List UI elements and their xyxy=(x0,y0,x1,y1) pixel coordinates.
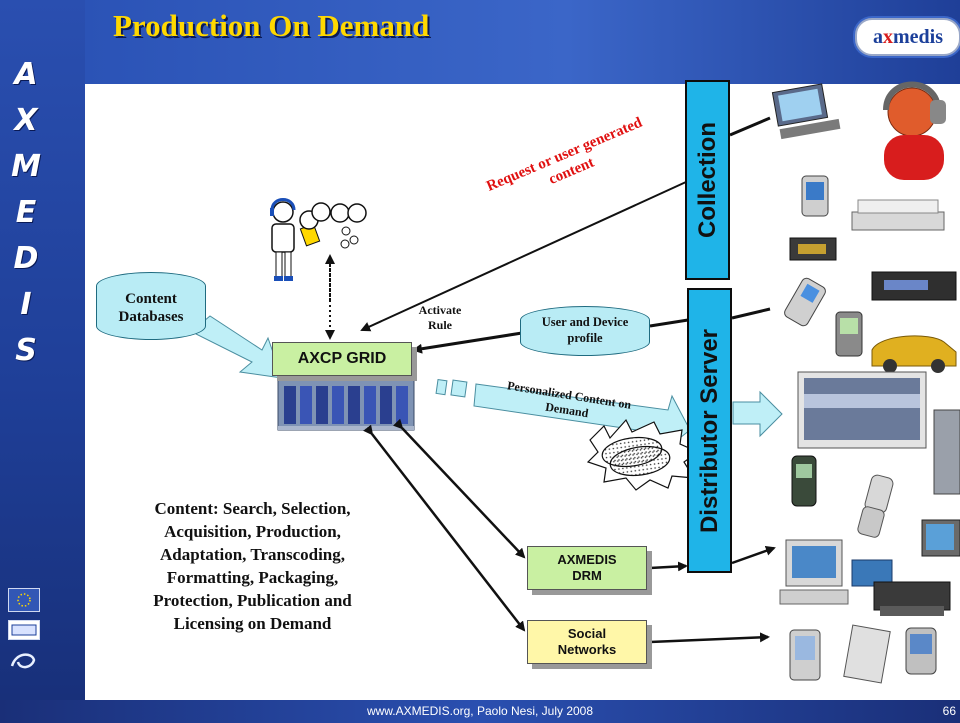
distributor-link xyxy=(731,307,771,320)
activate-rule-label: Activate Rule xyxy=(410,303,470,333)
social-networks-box: Social Networks xyxy=(527,620,647,664)
brand-letter: S xyxy=(15,333,37,368)
content-databases-line1: Content xyxy=(125,291,177,307)
footer-bar: www.AXMEDIS.org, Paolo Nesi, July 2008 6… xyxy=(0,700,960,723)
disc-icon xyxy=(609,445,671,477)
distributor-server-label: Distributor Server xyxy=(695,328,723,533)
slide-number: 66 xyxy=(942,704,956,718)
grid-to-social-arrow xyxy=(363,424,526,632)
collection-link xyxy=(729,116,771,137)
activate-rule-line2: Rule xyxy=(428,318,452,332)
laptop-icon xyxy=(771,83,841,140)
user-profile-line2: profile xyxy=(567,331,603,345)
operator-person-icon xyxy=(270,198,367,281)
content-desc-line: Content: Search, Selection, xyxy=(154,499,351,518)
content-desc-line: Protection, Publication and xyxy=(153,591,352,610)
monitor-screen-icon xyxy=(797,371,927,449)
pda-icon xyxy=(801,175,829,217)
brand-letter: E xyxy=(15,195,37,230)
set-top-box-icon xyxy=(851,199,945,231)
printer-box-icon xyxy=(873,581,951,616)
car-radio-icon xyxy=(871,271,957,301)
eu-flag-logo xyxy=(8,588,40,612)
header-bar xyxy=(85,0,960,84)
vertical-brand-letters: A X M E D I S xyxy=(6,52,46,374)
pocket-pc-icon xyxy=(905,627,937,675)
collection-label: Collection xyxy=(693,121,721,239)
content-description: Content: Search, Selection, Acquisition,… xyxy=(100,497,405,635)
content-desc-line: Acquisition, Production, xyxy=(164,522,341,541)
distributor-to-devices-arrow xyxy=(731,545,776,565)
brand-letter: X xyxy=(14,103,38,138)
brand-letter: D xyxy=(13,241,39,276)
personalized-arrow-block2 xyxy=(450,379,468,398)
car-stereo-icon xyxy=(789,237,837,261)
personalized-arrow-block1 xyxy=(435,378,448,396)
profile-link xyxy=(649,318,689,328)
palm-device-icon xyxy=(835,311,863,357)
activate-rule-line1: Activate xyxy=(418,303,462,317)
social-networks-line1: Social xyxy=(567,626,607,641)
mobile-phone-icon xyxy=(784,277,826,327)
content-desc-line: Licensing on Demand xyxy=(173,614,332,633)
social-networks-line2: Networks xyxy=(557,642,617,657)
content-databases-line2: Databases xyxy=(118,309,184,325)
axmedis-drm-box: AXMEDIS DRM xyxy=(527,546,647,590)
car-icon xyxy=(871,335,957,373)
footer-text: www.AXMEDIS.org, Paolo Nesi, July 2008 xyxy=(366,704,594,718)
drm-to-distributor-arrow xyxy=(649,561,688,572)
user-profile-line1: User and Device xyxy=(541,315,629,329)
databases-to-grid-arrow xyxy=(195,315,283,379)
swirl-logo xyxy=(8,648,38,674)
distributor-to-screen-arrow xyxy=(732,390,783,438)
user-device-profile-cylinder: User and Device profile xyxy=(520,306,650,356)
logo-text-a: a xyxy=(873,25,883,48)
ereader-icon xyxy=(843,624,891,684)
content-desc-line: Formatting, Packaging, xyxy=(166,568,339,587)
sidebar: A X M E D I S xyxy=(0,0,85,700)
partner-logo xyxy=(8,620,40,640)
social-to-devices-arrow xyxy=(641,632,770,648)
desktop-pc-icon xyxy=(779,539,849,605)
request-arrow xyxy=(360,181,687,332)
axmedis-drm-line2: DRM xyxy=(572,568,602,583)
flip-phone-icon xyxy=(857,474,894,538)
content-desc-line: Adaptation, Transcoding, xyxy=(160,545,345,564)
slide-title: Production On Demand xyxy=(113,8,430,43)
distributor-server-bar: Distributor Server xyxy=(687,288,732,573)
user-avatar-icon xyxy=(883,81,946,180)
collection-bar: Collection xyxy=(685,80,730,280)
axmedis-drm-line1: AXMEDIS xyxy=(557,552,617,567)
axcp-grid-box: AXCP GRID xyxy=(272,342,412,376)
cell-phone-icon xyxy=(791,455,817,507)
brand-letter: I xyxy=(20,287,32,322)
profile-to-grid-arrow xyxy=(412,331,523,354)
tablet-device-icon xyxy=(921,519,960,557)
logo-text-medis: medis xyxy=(893,25,943,48)
handheld-icon xyxy=(789,629,821,681)
server-cluster-icon xyxy=(277,379,415,431)
grid-to-drm-arrow xyxy=(392,418,526,559)
server-tower-icon xyxy=(933,409,960,495)
content-databases-cylinder: Content Databases xyxy=(96,272,206,340)
brand-letter: A xyxy=(14,57,38,92)
logo-text-x: x xyxy=(883,25,893,48)
brand-letter: M xyxy=(11,149,41,184)
